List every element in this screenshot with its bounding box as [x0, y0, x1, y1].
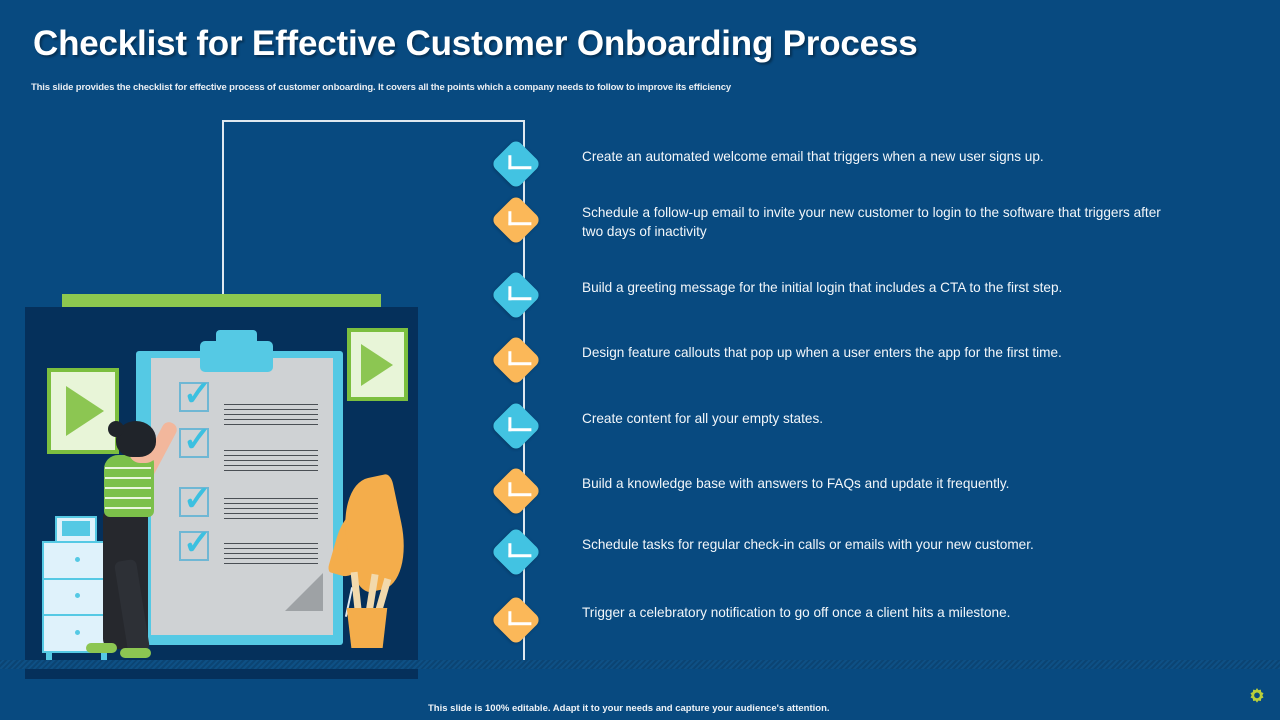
connector-line-vertical-left [222, 120, 224, 300]
check-mark-icon [508, 417, 532, 432]
clipboard-check-icon-4: ✓ [183, 524, 212, 562]
checklist-item-label: Schedule tasks for regular check-in call… [582, 537, 1034, 552]
check-diamond-icon [490, 269, 542, 321]
clipboard-checkbox-1 [179, 382, 209, 412]
person-shirt [104, 455, 154, 517]
cabinet-top-screen [62, 521, 90, 536]
pencil-cup [346, 608, 388, 648]
check-diamond-icon [490, 526, 542, 578]
checklist-row[interactable]: Create an automated welcome email that t… [490, 138, 1198, 195]
clipboard-checkbox-4 [179, 531, 209, 561]
gear-icon[interactable] [1246, 686, 1268, 708]
shirt-stripe-5 [105, 507, 151, 509]
check-diamond-icon [490, 194, 542, 246]
connector-line-horizontal [222, 120, 524, 122]
check-diamond-icon [490, 594, 542, 646]
page-title: Checklist for Effective Customer Onboard… [33, 24, 918, 63]
clipboard-clamp-top [216, 330, 257, 347]
checklist-row[interactable]: Schedule tasks for regular check-in call… [490, 526, 1198, 583]
person-hair-bun [108, 421, 124, 437]
cabinet-leg-2 [101, 651, 107, 663]
check-mark-icon [508, 286, 532, 301]
illustration-green-bar [62, 294, 381, 307]
checklist-item-label: Create an automated welcome email that t… [582, 149, 1044, 164]
page-subtitle: This slide provides the checklist for ef… [31, 82, 731, 93]
check-diamond-icon [490, 465, 542, 517]
shirt-stripe-4 [105, 497, 151, 499]
clipboard-check-icon-2: ✓ [183, 421, 212, 459]
cabinet-knob-1 [75, 557, 80, 562]
clipboard-text-lines-4 [224, 543, 318, 569]
cabinet-knob-2 [75, 593, 80, 598]
shirt-stripe-3 [105, 487, 151, 489]
check-diamond-icon [490, 400, 542, 452]
checklist-item-label: Build a greeting message for the initial… [582, 280, 1063, 295]
check-mark-icon [508, 155, 532, 170]
footer-note: This slide is 100% editable. Adapt it to… [428, 703, 830, 714]
checklist-item-label: Create content for all your empty states… [582, 411, 824, 426]
check-mark-icon [508, 351, 532, 366]
person-shoe-1 [86, 643, 117, 653]
clipboard-check-icon-3: ✓ [183, 480, 212, 518]
cabinet-divider-2 [42, 614, 112, 616]
play-icon-left [66, 386, 104, 436]
check-mark-icon [508, 211, 532, 226]
timeline-vertical-line [523, 120, 525, 665]
footer-stripe-band [0, 660, 1280, 669]
clipboard-text-lines-3 [224, 498, 318, 524]
checklist-item-label: Schedule a follow-up email to invite you… [582, 205, 1161, 239]
clipboard-page-fold [285, 573, 323, 611]
cabinet-divider-1 [42, 578, 112, 580]
checklist-item-label: Design feature callouts that pop up when… [582, 345, 1062, 360]
checklist-row[interactable]: Create content for all your empty states… [490, 400, 1198, 457]
shirt-stripe-1 [105, 467, 151, 469]
check-diamond-icon [490, 334, 542, 386]
cabinet-leg-1 [46, 651, 52, 663]
checklist-row[interactable]: Build a knowledge base with answers to F… [490, 465, 1198, 522]
clipboard-checkbox-2 [179, 428, 209, 458]
clipboard-text-lines-2 [224, 450, 318, 476]
checklist-item-label: Build a knowledge base with answers to F… [582, 476, 1010, 491]
checklist-row[interactable]: Schedule a follow-up email to invite you… [490, 194, 1198, 251]
check-mark-icon [508, 543, 532, 558]
checklist-item-label: Trigger a celebratory notification to go… [582, 605, 1011, 620]
shirt-stripe-2 [105, 477, 151, 479]
check-mark-icon [508, 611, 532, 626]
clipboard-checkbox-3 [179, 487, 209, 517]
check-diamond-icon [490, 138, 542, 190]
clipboard-check-icon-1: ✓ [183, 375, 212, 413]
checklist-row[interactable]: Build a greeting message for the initial… [490, 269, 1198, 326]
check-mark-icon [508, 482, 532, 497]
checklist-row[interactable]: Design feature callouts that pop up when… [490, 334, 1198, 391]
cabinet-knob-3 [75, 630, 80, 635]
play-icon-right [361, 344, 393, 386]
checklist-row[interactable]: Trigger a celebratory notification to go… [490, 594, 1198, 651]
clipboard-text-lines-1 [224, 404, 318, 430]
person-shoe-2 [120, 648, 151, 658]
